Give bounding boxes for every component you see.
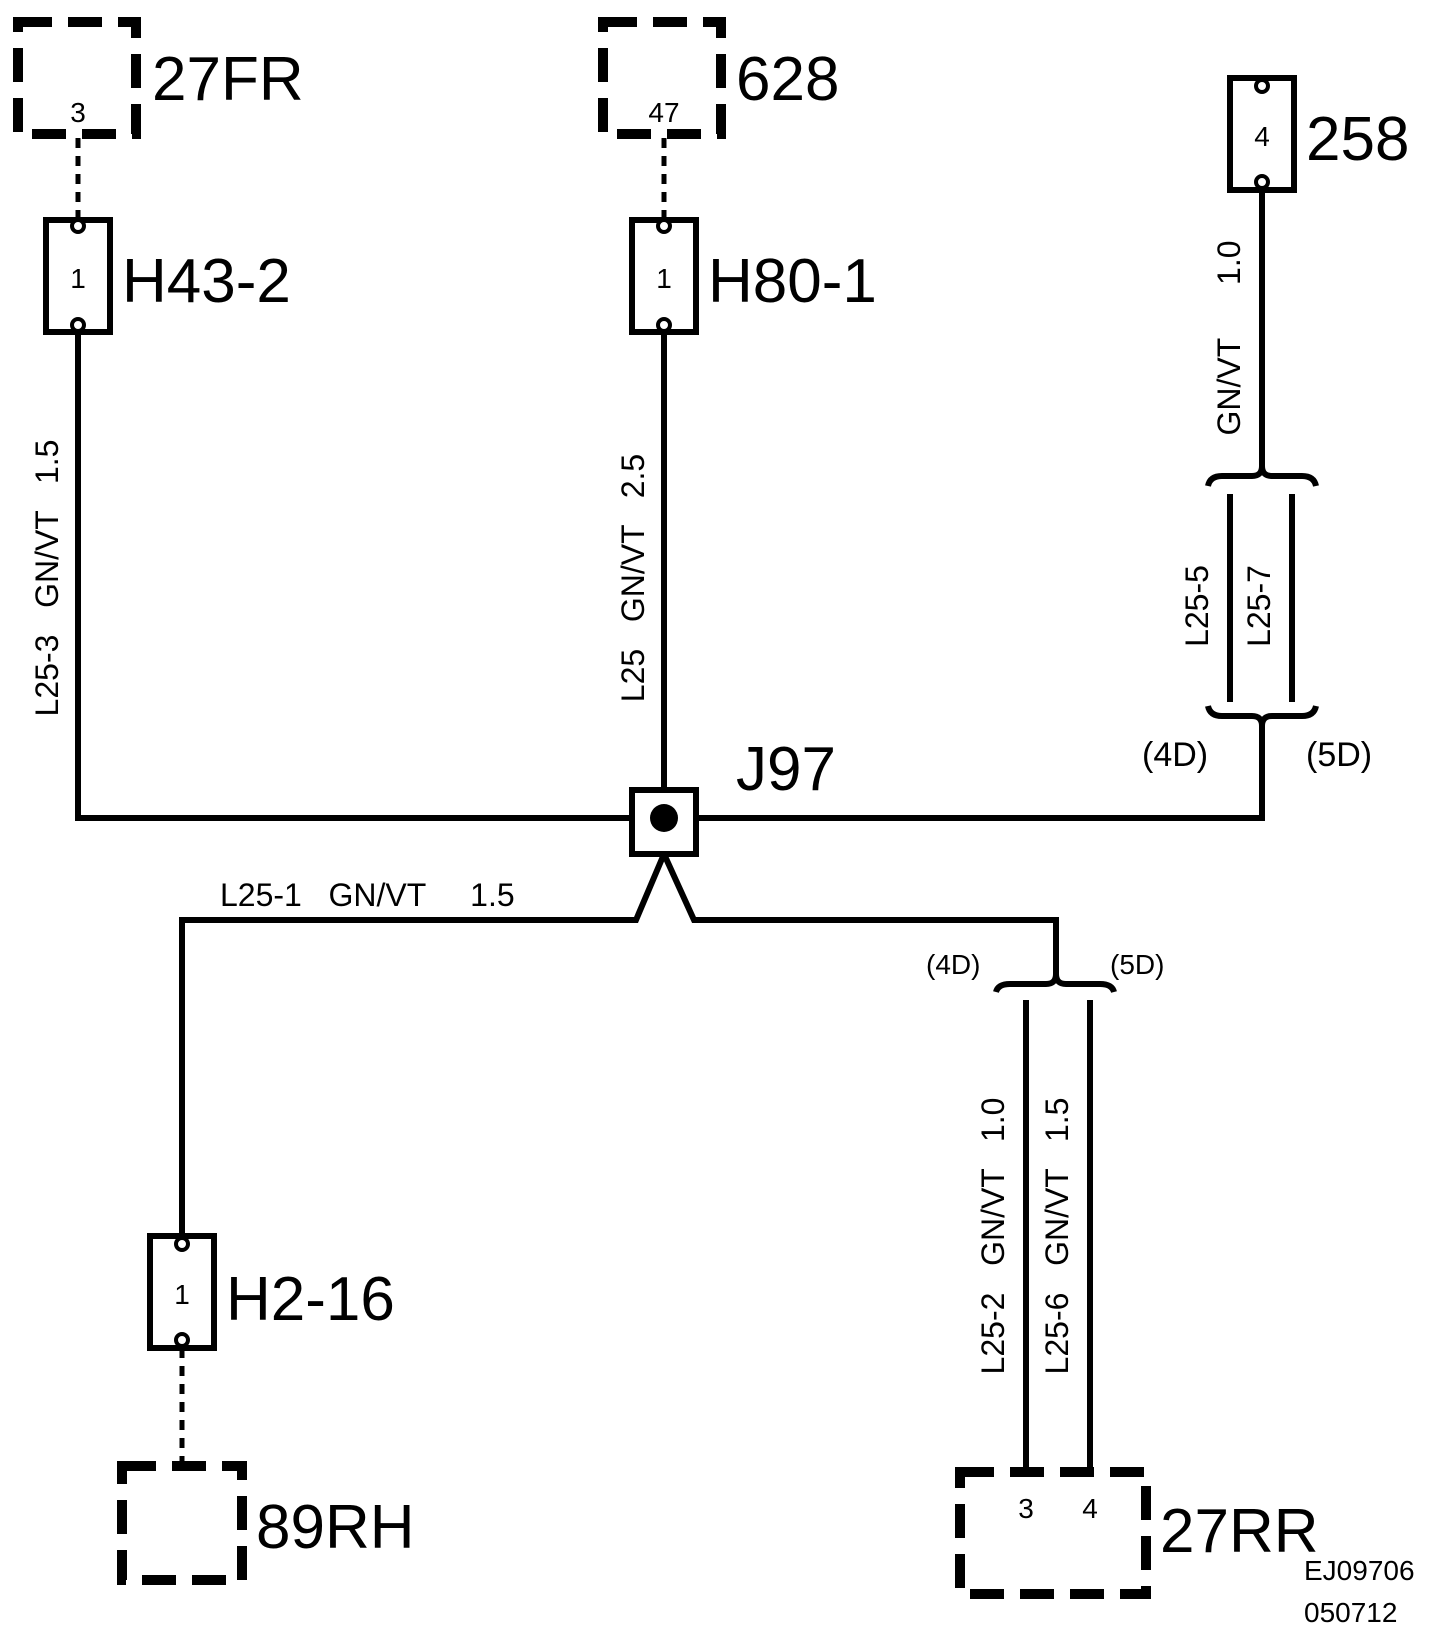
wire-l25-2-text: L25-2 GN/VT 1.0 — [975, 1098, 1011, 1375]
connector-27fr-label: 27FR — [152, 45, 304, 114]
wire-rear-feed — [661, 852, 1059, 978]
connector-h80-1-pin: 1 — [656, 263, 672, 294]
connector-628-pin: 47 — [648, 97, 679, 128]
connector-89rh-label: 89RH — [256, 1493, 415, 1562]
connector-27rr-pin-4: 4 — [1082, 1493, 1098, 1524]
connector-h2-16: 1 H2-16 — [147, 1233, 395, 1351]
wire-l25-3-color: GN/VT — [29, 511, 65, 608]
wire-l25-6-circuit: L25-6 — [1039, 1293, 1075, 1375]
wire-l25-7-circuit: L25-7 — [1241, 565, 1277, 647]
connector-27rr-label: 27RR — [1160, 1497, 1319, 1566]
connector-27rr: 3 4 27RR — [955, 1467, 1319, 1599]
connector-h80-1-label: H80-1 — [708, 247, 877, 316]
connector-27fr-pin: 3 — [70, 97, 86, 128]
connector-h43-2: 1 H43-2 — [43, 217, 291, 335]
splice-j97-label: J97 — [736, 735, 836, 804]
wire-l25-6-text: L25-6 GN/VT 1.5 — [1039, 1098, 1075, 1375]
connector-h2-16-pin: 1 — [174, 1279, 190, 1310]
wire-l25-circuit: L25 — [615, 649, 651, 702]
wire-l25-3-circuit: L25-3 — [29, 635, 65, 717]
variant-brace-rear — [993, 973, 1117, 993]
wire-l25-color: GN/VT — [615, 525, 651, 622]
wire-right-feed — [664, 720, 1265, 821]
connector-27fr: 3 27FR — [13, 17, 304, 139]
connector-h43-2-pin: 1 — [70, 263, 86, 294]
wire-l25-size: 2.5 — [615, 454, 651, 498]
wire-l25-3 — [75, 332, 664, 821]
wire-l25-1-circuit: L25-1 — [220, 877, 302, 913]
wire-l25-1-size: 1.5 — [470, 877, 514, 913]
wire-l25-2-size: 1.0 — [975, 1098, 1011, 1142]
svg-text:GN/VT 1.0: GN/VT 1.0 — [1211, 240, 1247, 435]
connector-h43-2-label: H43-2 — [122, 247, 291, 316]
variant-rear-5d: (5D) — [1110, 949, 1164, 980]
connector-27rr-pin-3: 3 — [1018, 1493, 1034, 1524]
wire-l25-5-circuit: L25-5 — [1179, 565, 1215, 647]
connector-258-pin: 4 — [1254, 121, 1270, 152]
wire-258-text: GN/VT 1.0 — [1211, 240, 1247, 435]
wire-l25-2-circuit: L25-2 — [975, 1293, 1011, 1375]
wire-l25-2-color: GN/VT — [975, 1169, 1011, 1266]
connector-h80-1: 1 H80-1 — [629, 217, 877, 335]
wire-258-size: 1.0 — [1211, 240, 1247, 284]
variant-rear-4d: (4D) — [926, 949, 980, 980]
reference-code: EJ09706 — [1304, 1555, 1415, 1586]
connector-258-label: 258 — [1306, 105, 1409, 174]
wire-l25-6-color: GN/VT — [1039, 1169, 1075, 1266]
wire-l25-6-size: 1.5 — [1039, 1098, 1075, 1142]
connector-628: 47 628 — [598, 17, 839, 139]
connector-89rh: 89RH — [117, 1461, 415, 1585]
wire-l25-3-text: L25-3 GN/VT 1.5 — [29, 440, 65, 717]
svg-text:L25-2 GN/VT 1.0: L25-2 GN/VT 1.0 — [975, 1098, 1011, 1375]
connector-h2-16-label: H2-16 — [226, 1265, 395, 1334]
wire-l25-text: L25 GN/VT 2.5 — [615, 454, 651, 702]
wire-l25-1-text: L25-1 GN/VT 1.5 — [220, 877, 515, 913]
svg-text:L25-6 GN/VT 1.5: L25-6 GN/VT 1.5 — [1039, 1098, 1075, 1375]
wire-l25-1 — [179, 852, 667, 1236]
connector-628-label: 628 — [736, 45, 839, 114]
wire-258-color: GN/VT — [1211, 338, 1247, 435]
reference-date: 050712 — [1304, 1597, 1397, 1628]
svg-text:L25-3 GN/VT 1.5: L25-3 GN/VT 1.5 — [29, 440, 65, 717]
variant-right-5d: (5D) — [1306, 736, 1372, 774]
splice-j97: J97 — [629, 735, 836, 857]
variant-right-4d: (4D) — [1142, 736, 1208, 774]
svg-text:L25 GN/VT 2.5: L25 GN/VT 2.5 — [615, 454, 651, 702]
wire-l25-1-color: GN/VT — [329, 877, 426, 913]
connector-258: 4 258 — [1227, 75, 1409, 193]
wire-l25-3-size: 1.5 — [29, 440, 65, 484]
variant-brace-right — [1205, 465, 1319, 727]
